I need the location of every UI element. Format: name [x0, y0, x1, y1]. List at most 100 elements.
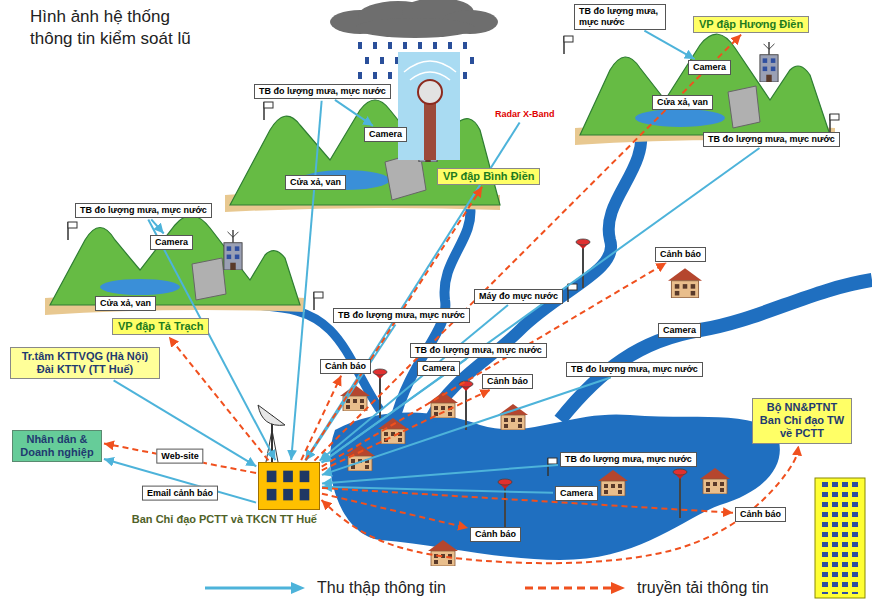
ministry-box: Bộ NN&PTNT Ban Chỉ đạo TW về PCTT	[752, 398, 852, 444]
huong-dien-mountains	[580, 34, 830, 135]
sensor-posts	[568, 284, 577, 302]
collect-arrow	[104, 459, 256, 503]
building-window	[283, 489, 293, 501]
sensor-posts	[264, 102, 273, 120]
node-text: Bộ NN&PTNT Ban Chỉ đạo TW về PCTT	[757, 401, 847, 441]
legend-arrowhead	[291, 582, 305, 594]
rain-drops	[388, 42, 392, 49]
sensor-box: TB đo lượng mưa, mực nước	[410, 343, 547, 358]
warning-box: Cảnh báo	[482, 374, 533, 389]
rain-drops	[470, 57, 474, 64]
transmit-arrow	[321, 446, 798, 564]
node-text: Tr.tâm KTTVQG (Hà Nội) Đài KTTV (TT Huế)	[15, 350, 155, 376]
ta-trach-mountains	[224, 230, 242, 270]
collect-arrow	[151, 219, 163, 233]
command-center: Ban Chỉ đạo PCTT và TKCN TT Huế	[258, 462, 320, 510]
collect-arrow	[291, 101, 321, 460]
node-text: TB đo lượng mưa, mực nước	[80, 205, 207, 216]
radar-image	[398, 52, 460, 160]
rain-drops	[463, 72, 467, 79]
dam-office-box: VP đập Tả Trạch	[112, 318, 209, 335]
rain-drops	[373, 72, 377, 79]
legend-sample	[525, 580, 625, 596]
rain-drops	[448, 42, 452, 49]
collect-arrow	[322, 465, 558, 483]
legend-sample	[205, 580, 305, 596]
huong-dien-mountains	[635, 109, 725, 127]
warning-box: Cảnh báo	[470, 527, 521, 542]
transmit-arrow	[104, 443, 256, 473]
camera-box: Camera	[688, 60, 731, 75]
command-antenna	[258, 405, 285, 425]
legend-item: truyền tải thông tin	[525, 578, 769, 597]
node-text: Cảnh báo	[740, 509, 781, 520]
ministry-building	[818, 482, 862, 594]
node-text: Cảnh báo	[487, 376, 528, 387]
building-window	[283, 471, 293, 483]
warning-sirens	[498, 479, 512, 528]
legend-line	[525, 586, 613, 589]
node-text: Máy đo mực nước	[479, 291, 558, 302]
houses	[428, 540, 458, 566]
houses	[668, 268, 702, 297]
rain-drops	[388, 72, 392, 79]
radar-image	[404, 61, 456, 72]
sensor-posts	[564, 36, 573, 54]
ta-trach-mountains	[45, 216, 305, 315]
transmit-arrow	[322, 390, 490, 471]
warning-box: Cảnh báo	[320, 359, 371, 374]
camera-box: Camera	[150, 235, 193, 250]
warning-box: Cảnh báo	[735, 507, 786, 522]
camera-box: Camera	[555, 486, 598, 501]
collect-arrow	[322, 359, 467, 463]
ta-trach-mountains	[192, 258, 226, 300]
legend-label: truyền tải thông tin	[637, 578, 769, 597]
camera-box: Camera	[364, 127, 407, 142]
node-text: TB đo lượng mưa, mực nước	[259, 86, 386, 97]
rain-drops	[433, 42, 437, 49]
node-text: Camera	[369, 129, 402, 140]
collect-arrow	[644, 31, 694, 59]
gate-box: Cửa xả, van	[285, 175, 346, 190]
legend-arrowhead	[611, 582, 625, 594]
node-text: Camera	[422, 363, 455, 374]
node-text: Camera	[663, 325, 696, 336]
node-text: TB đo lượng mưa, mực nước	[338, 310, 465, 321]
dam-office-box: VP đập Hương Điền	[693, 16, 809, 33]
node-text: Radar X-Band	[495, 109, 555, 120]
legend-label: Thu thập thông tin	[317, 578, 446, 597]
node-text: TB đo lượng mưa, mực nước	[708, 134, 835, 145]
houses	[700, 468, 730, 494]
sensor-box: TB đo lượng mưa, mực nước	[566, 362, 703, 377]
node-text: Camera	[693, 62, 726, 73]
collect-arrow	[335, 100, 373, 126]
sensor-box: TB đo lượng mưa, mực nước	[574, 4, 666, 30]
connectors	[104, 31, 799, 564]
forecast-center-box: Tr.tâm KTTVQG (Hà Nội) Đài KTTV (TT Huế)	[10, 347, 160, 379]
node-text: TB đo lượng mưa, mực nước	[571, 364, 698, 375]
sensor-posts	[314, 292, 323, 310]
radar-box: Radar X-Band	[491, 108, 559, 121]
transmit-arrow	[169, 337, 269, 461]
collect-arrow	[320, 305, 508, 461]
transmit-arrow	[301, 376, 341, 461]
node-text: VP đập Tả Trạch	[118, 320, 203, 333]
rain-drops	[365, 57, 369, 64]
sensor-box: TB đo lượng mưa, mực nước	[560, 452, 697, 467]
legend-item: Thu thập thông tin	[205, 578, 446, 597]
edge-label: Web-site	[156, 449, 203, 464]
rain-drops	[358, 72, 362, 79]
building-windows	[259, 463, 319, 509]
building-window	[300, 489, 310, 501]
radar-image	[424, 96, 436, 160]
ta-trach-mountains	[100, 279, 180, 295]
rain-drops	[380, 57, 384, 64]
public-box: Nhân dân & Doanh nghiệp	[12, 430, 102, 462]
water-gauge-box: Máy đo mực nước	[474, 289, 563, 304]
node-text: Camera	[560, 488, 593, 499]
huong-dien-mountains	[728, 86, 760, 128]
ta-trach-mountains	[50, 216, 300, 305]
node-text: VP đập Hương Điền	[699, 18, 803, 31]
warning-box: Cảnh báo	[655, 247, 706, 262]
rain-drops	[403, 42, 407, 49]
